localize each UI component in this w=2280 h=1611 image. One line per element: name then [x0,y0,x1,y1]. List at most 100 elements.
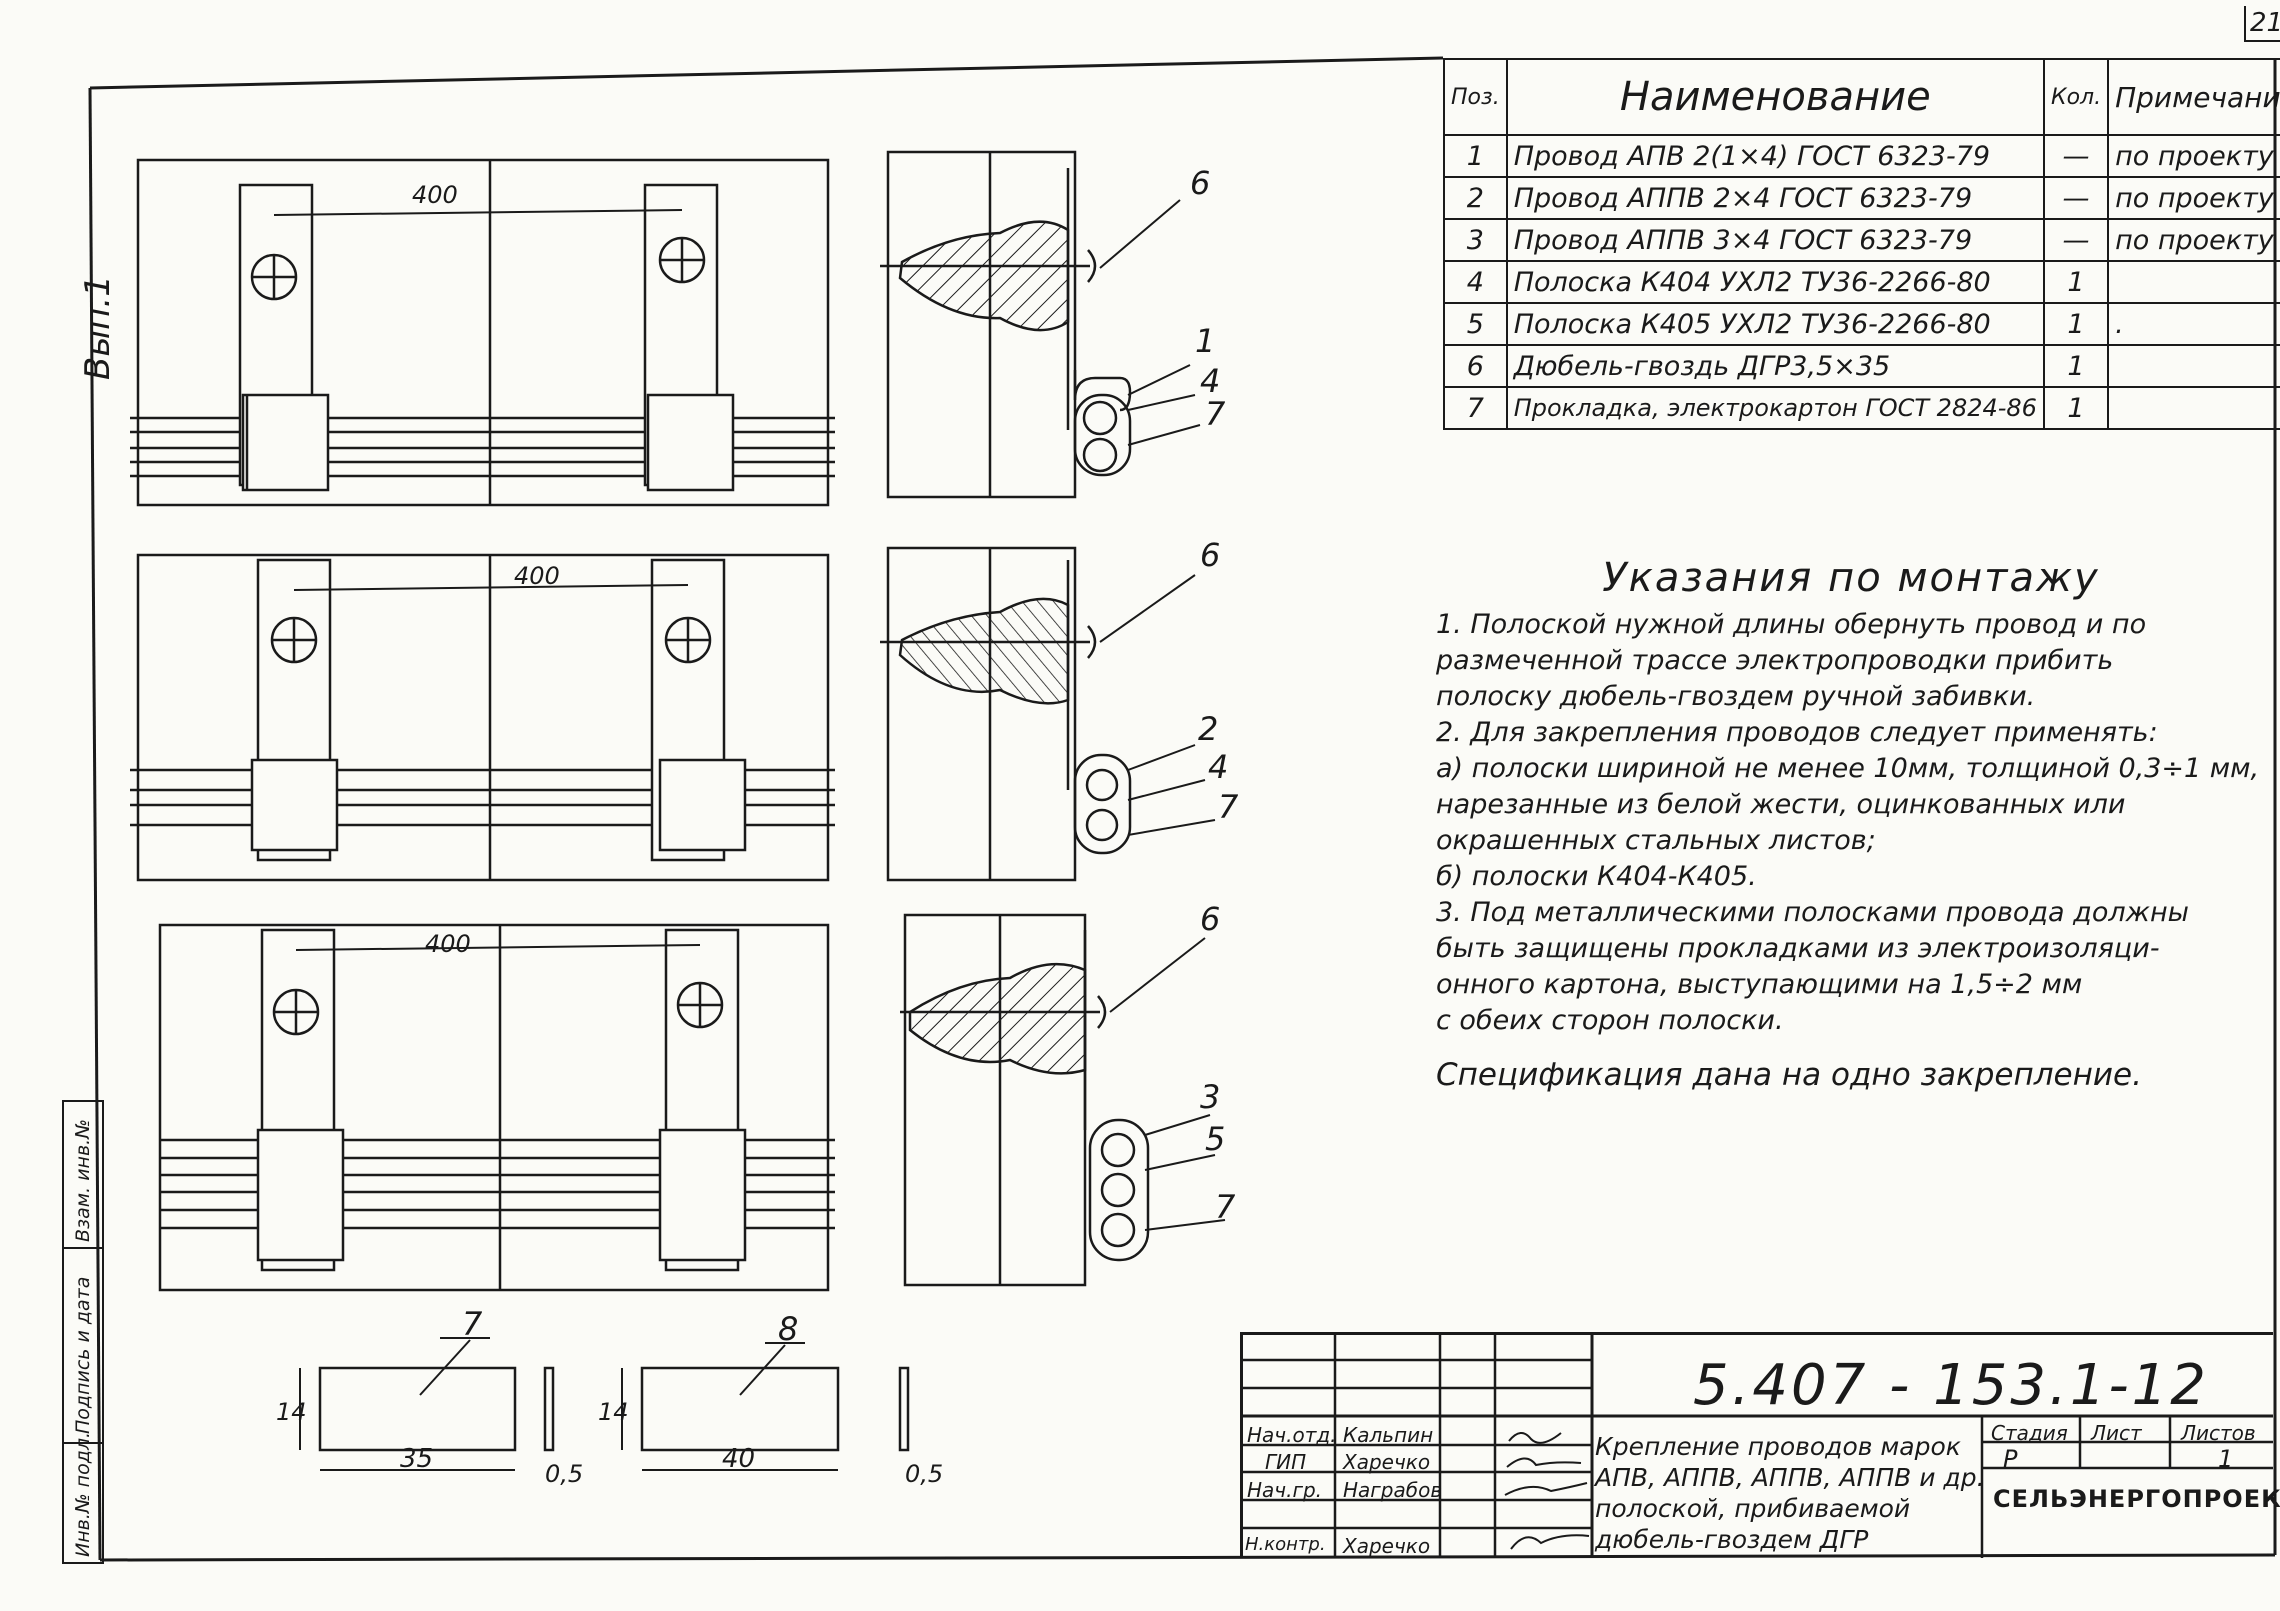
stage-value: Р [2003,1445,2018,1473]
notes-title: Указания по монтажу [1602,555,2100,601]
notes-line: полоску дюбель-гвоздем ручной забивки. [1436,681,2036,712]
callout-6-top: 6 [1190,164,1210,202]
section-view-3 [900,913,1226,1287]
sheets-label: Листов [2181,1421,2256,1445]
spec-cell-note [2107,260,2280,304]
spec-cell-qty: — [2042,218,2110,262]
drawing-title-line: дюбель-гвоздем ДГР [1595,1525,1869,1554]
drawing-title-line: Крепление проводов марок [1595,1432,1961,1461]
spec-cell-qty: 1 [2042,302,2110,346]
specification-note: Спецификация дана на одно закрепление. [1436,1057,2142,1093]
spec-cell-name: Прокладка, электрокартон ГОСТ 2824-86 [1505,386,2045,430]
section-view-1 [880,150,1201,499]
strip-8-thickness: 0,5 [905,1460,943,1488]
spec-cell-qty: 1 [2042,260,2110,304]
spec-cell-qty: 1 [2042,344,2110,388]
drawing-title-line: полоской, прибиваемой [1595,1494,1911,1523]
signatures [1504,1432,1590,1550]
spec-cell-note: по проекту [2107,176,2280,220]
spec-header-pos: Поз. [1443,58,1508,136]
document-number: 5.407 - 153.1-12 [1693,1353,2209,1418]
notes-line: а) полоски шириной не менее 10мм, толщин… [1436,753,2260,784]
callout-4-top: 4 [1200,362,1220,400]
notes-line: 2. Для закрепления проводов следует прим… [1436,717,2158,748]
name-2: Харечко [1343,1450,1431,1474]
plan-row-2 [130,553,835,882]
title-block-grid [1240,1332,2273,1558]
stamp-inventory: Инв.№ подл. [72,1431,94,1557]
dim-400-row3: 400 [425,930,471,958]
strip-details [299,1337,910,1471]
drawing-title-line: АПВ, АППВ, АППВ, АППВ и др. [1595,1463,1985,1492]
callout-4-middle: 4 [1208,748,1228,786]
callout-6-bottom: 6 [1200,900,1220,938]
callout-7-middle: 7 [1218,788,1239,826]
callout-6-middle: 6 [1200,536,1220,574]
table-row: 1 Провод АПВ 2(1×4) ГОСТ 6323-79 — по пр… [1443,134,2280,178]
spec-cell-pos: 7 [1443,386,1508,430]
callout-7-bottom: 7 [1215,1188,1236,1226]
spec-cell-pos: 2 [1443,176,1508,220]
notes-line: онного картона, выступающими на 1,5÷2 мм [1436,969,2083,1000]
name-1: Кальпин [1343,1423,1434,1447]
notes-line: размеченной трассе электропроводки приби… [1436,645,2114,676]
spec-cell-name: Полоска К405 УХЛ2 ТУ36-2266-80 [1505,302,2045,346]
mounting-instructions: Указания по монтажу 1. Полоской нужной д… [1436,555,2266,1093]
title-block: 5.407 - 153.1-12 Нач.отд. ГИП Нач.гр. Н.… [1240,1332,2280,1558]
table-row: 3 Провод АППВ 3×4 ГОСТ 6323-79 — по прое… [1443,218,2280,262]
spec-cell-pos: 6 [1443,344,1508,388]
role-gip: ГИП [1265,1450,1307,1474]
strip-7-width: 35 [400,1444,433,1474]
name-3: Награбов [1343,1478,1443,1502]
stamp-signature-date: Подпись и дата [72,1276,94,1434]
sheets-value: 1 [2218,1445,2234,1473]
section-view-2 [880,546,1216,882]
section-views [880,150,1226,1287]
spec-cell-name: Полоска К404 УХЛ2 ТУ36-2266-80 [1505,260,2045,304]
spec-cell-note: по проекту [2107,218,2280,262]
spec-header-row: Поз. Наименование Кол. Примечание [1443,58,2280,136]
stamp-replacement: Взам. инв.№ [72,1119,94,1242]
drawing-title: Крепление проводов марок АПВ, АППВ, АППВ… [1595,1431,1985,1555]
table-row: 4 Полоска К404 УХЛ2 ТУ36-2266-80 1 [1443,260,2280,304]
vypusk-label: Вып.1 [78,275,118,380]
notes-line: быть защищены прокладками из электроизол… [1436,933,2160,964]
spec-cell-name: Провод АППВ 2×4 ГОСТ 6323-79 [1505,176,2045,220]
dim-400-row2: 400 [514,562,560,590]
name-4: Харечко [1343,1534,1431,1558]
spec-cell-pos: 4 [1443,260,1508,304]
callout-2-middle: 2 [1198,710,1218,748]
spec-cell-note: . [2107,302,2280,346]
strip-8-width: 40 [722,1444,755,1474]
spec-cell-qty: — [2042,134,2110,178]
table-row: 2 Провод АППВ 2×4 ГОСТ 6323-79 — по прое… [1443,176,2280,220]
notes-line: нарезанные из белой жести, оцинкованных … [1436,789,2126,820]
spec-header-name: Наименование [1505,58,2045,136]
spec-cell-pos: 1 [1443,134,1508,178]
strip-7-label: 7 [462,1305,483,1343]
spec-cell-note [2107,344,2280,388]
spec-cell-qty: 1 [2042,386,2110,430]
role-n-kontr: Н.контр. [1245,1534,1326,1555]
spec-cell-note: по проекту [2107,134,2280,178]
notes-line: 3. Под металлическими полосками провода … [1436,897,2189,928]
callout-5-bottom: 5 [1205,1120,1225,1158]
plan-row-1 [130,158,835,507]
plan-views [130,158,835,1292]
spec-cell-pos: 3 [1443,218,1508,262]
spec-cell-name: Провод АППВ 3×4 ГОСТ 6323-79 [1505,218,2045,262]
spec-cell-qty: — [2042,176,2110,220]
organization-name: СЕЛЬЭНЕРГОПРОЕКТ [1993,1485,2280,1513]
side-stamp: Взам. инв.№ Подпись и дата Инв.№ подл. [62,1100,104,1564]
strip-8-height: 14 [598,1398,629,1426]
table-row: 6 Дюбель-гвоздь ДГР3,5×35 1 [1443,344,2280,388]
table-row: 7 Прокладка, электрокартон ГОСТ 2824-86 … [1443,386,2280,430]
plan-row-3 [158,923,835,1292]
spec-header-note: Примечание [2107,58,2280,136]
callout-3-bottom: 3 [1200,1078,1220,1116]
spec-cell-note [2107,386,2280,430]
notes-line: с обеих сторон полоски. [1436,1005,1784,1036]
strip-7-thickness: 0,5 [545,1460,583,1488]
stage-label: Стадия [1991,1421,2068,1445]
